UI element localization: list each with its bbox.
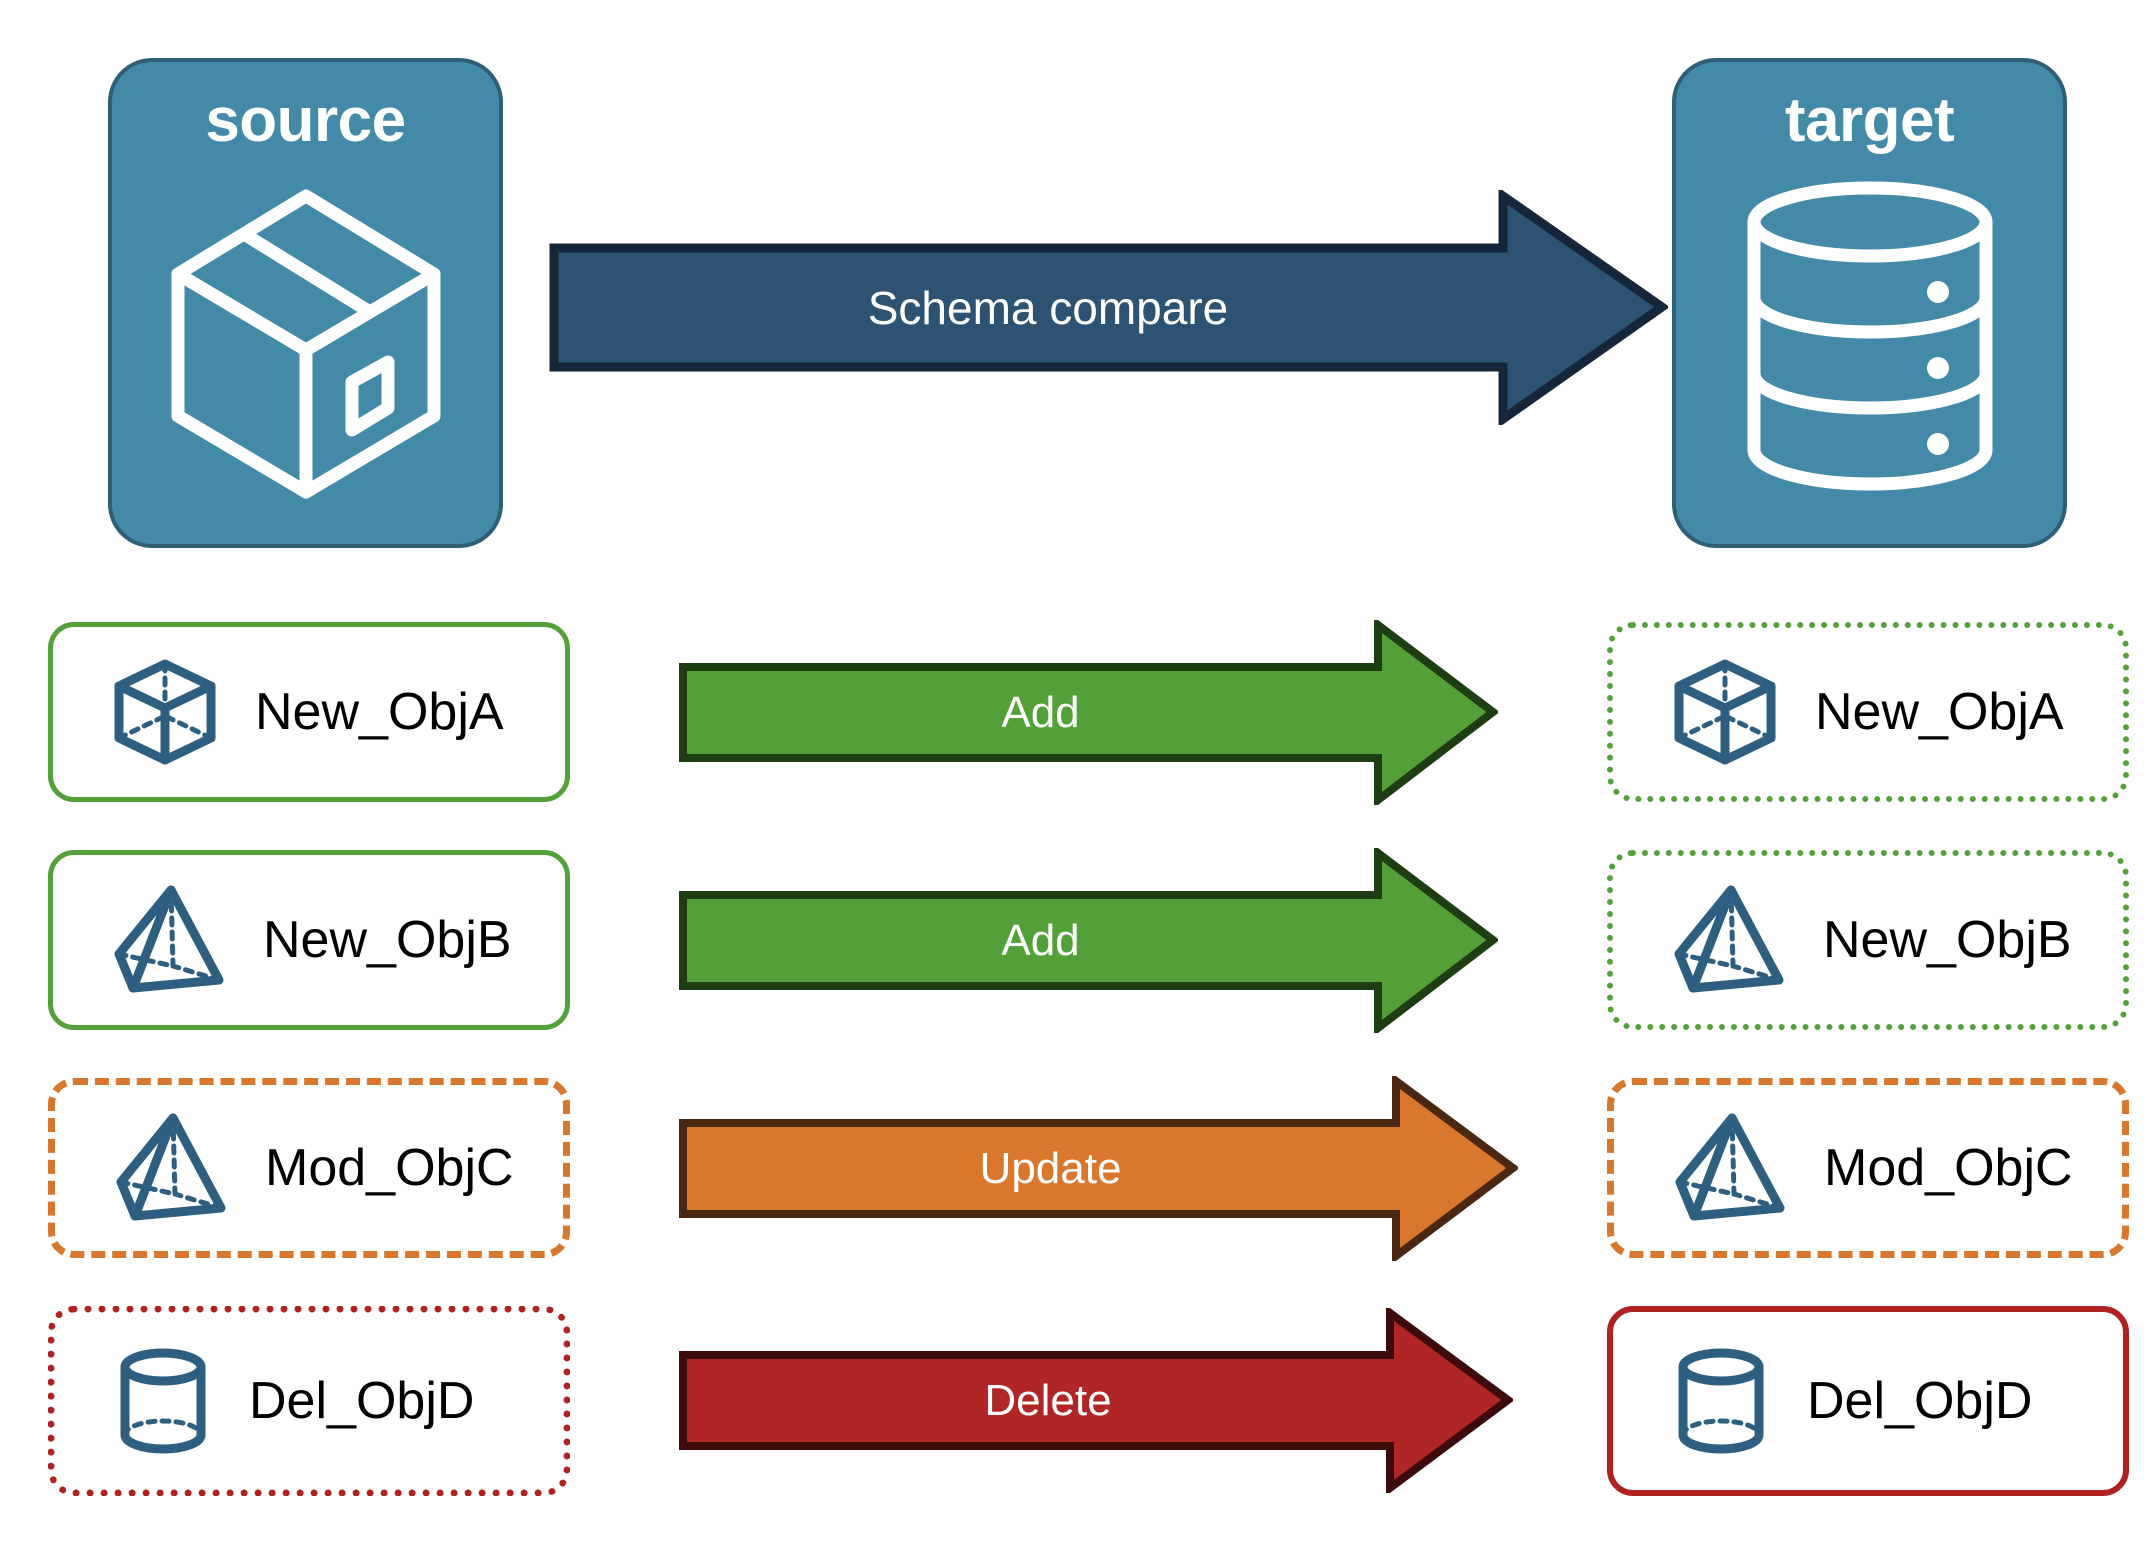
target-object-card-2[interactable]: Mod_ObjC: [1607, 1078, 2129, 1258]
pyramid-wireframe-icon: [113, 1112, 229, 1224]
cube-wireframe-icon: [1671, 656, 1779, 768]
action-arrow-add-0[interactable]: Add: [678, 620, 1498, 805]
package-box-icon: [156, 176, 456, 506]
target-object-label-2: Mod_ObjC: [1824, 1139, 2073, 1197]
source-object-label-1: New_ObjB: [263, 911, 512, 969]
target-title: target: [1784, 86, 1955, 155]
target-endpoint-card[interactable]: target: [1672, 58, 2067, 548]
target-object-label-0: New_ObjA: [1815, 683, 2064, 741]
cube-wireframe-icon: [111, 656, 219, 768]
source-object-label-0: New_ObjA: [255, 683, 504, 741]
cylinder-wireframe-icon: [1671, 1345, 1771, 1457]
target-object-card-3[interactable]: Del_ObjD: [1607, 1306, 2129, 1496]
source-object-card-1[interactable]: New_ObjB: [48, 850, 570, 1030]
database-cylinder-icon: [1740, 176, 2000, 496]
target-object-label-1: New_ObjB: [1823, 911, 2072, 969]
pyramid-wireframe-icon: [111, 884, 227, 996]
source-object-card-2[interactable]: Mod_ObjC: [48, 1078, 570, 1258]
schema-compare-arrow[interactable]: Schema compare: [548, 190, 1668, 425]
target-object-card-1[interactable]: New_ObjB: [1607, 850, 2129, 1030]
source-endpoint-card[interactable]: source: [108, 58, 503, 548]
action-arrow-delete[interactable]: Delete: [678, 1308, 1513, 1493]
source-object-label-2: Mod_ObjC: [265, 1139, 514, 1197]
pyramid-wireframe-icon: [1671, 884, 1787, 996]
action-arrow-add-1[interactable]: Add: [678, 848, 1498, 1033]
source-object-card-0[interactable]: New_ObjA: [48, 622, 570, 802]
source-title: source: [205, 86, 406, 155]
target-object-card-0[interactable]: New_ObjA: [1607, 622, 2129, 802]
source-object-label-3: Del_ObjD: [249, 1372, 475, 1430]
cylinder-wireframe-icon: [113, 1345, 213, 1457]
pyramid-wireframe-icon: [1672, 1112, 1788, 1224]
target-object-label-3: Del_ObjD: [1807, 1372, 2033, 1430]
source-object-card-3[interactable]: Del_ObjD: [48, 1306, 570, 1496]
action-arrow-update[interactable]: Update: [678, 1076, 1518, 1261]
